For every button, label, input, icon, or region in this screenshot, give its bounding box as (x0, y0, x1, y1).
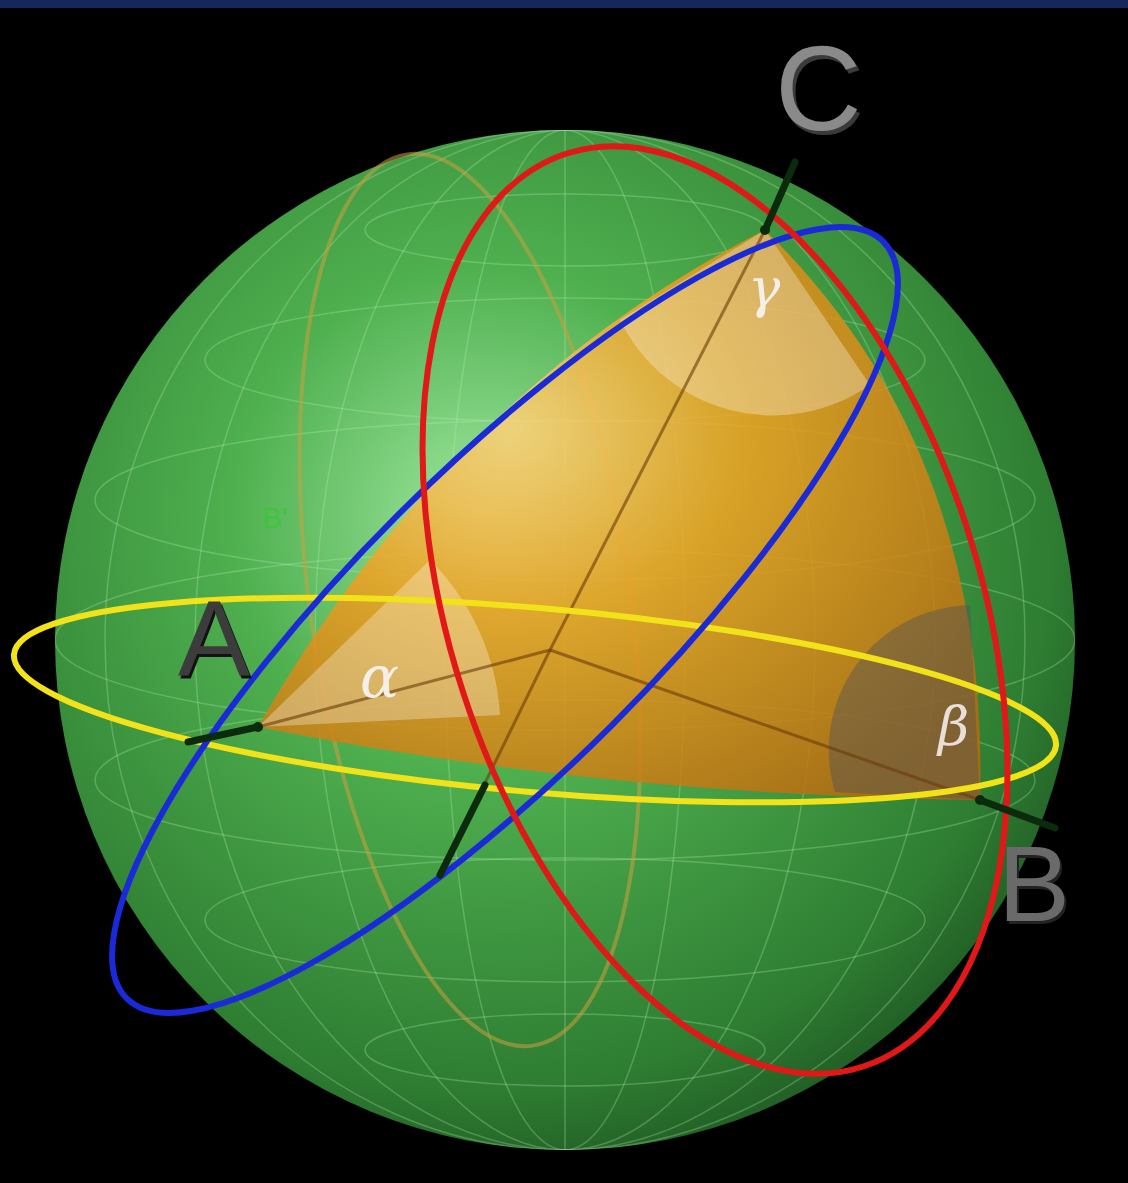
angle-label: β (938, 700, 969, 754)
blue-great-circle (21, 136, 990, 1105)
vertex-label: C (775, 28, 862, 148)
sphere (55, 130, 1075, 1150)
angle-beta (829, 605, 980, 800)
vertex-label: B (998, 830, 1070, 938)
angle-label: γ (748, 262, 780, 316)
antipode-label: B' (262, 503, 288, 533)
vertex-dots (253, 225, 985, 805)
top-bar (0, 0, 1128, 8)
axis-sticks (188, 162, 1055, 875)
grid-lines (55, 130, 1075, 1150)
vertex-label: A (178, 585, 250, 693)
angle-gamma (620, 230, 870, 416)
angle-label: α (360, 648, 399, 706)
red-great-circle (315, 72, 1116, 1149)
